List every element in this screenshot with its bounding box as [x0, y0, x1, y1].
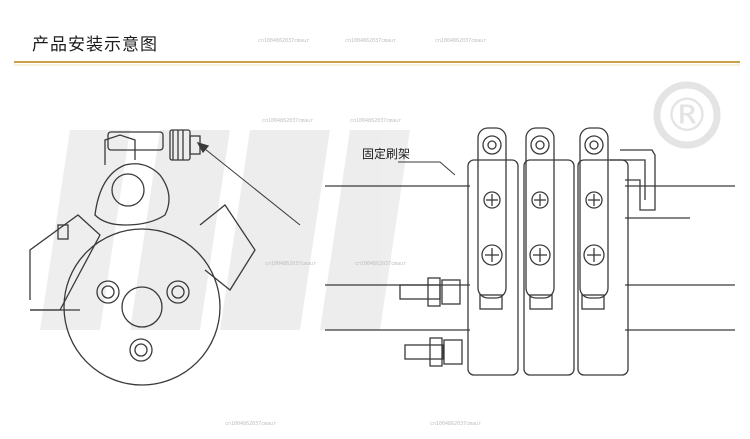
disc-nut: [166, 280, 190, 304]
disc-nut: [129, 338, 153, 362]
brush-arm: [579, 127, 609, 299]
slip-ring-disc: [63, 228, 221, 386]
mounting-rod: [404, 337, 463, 367]
front-view: [325, 127, 735, 376]
svg-text:cn1004862037cmaur: cn1004862037cmaur: [435, 38, 486, 44]
brush-holder-body: [94, 163, 170, 226]
svg-text:cn1004862037cmaur: cn1004862037cmaur: [430, 421, 481, 427]
svg-text:cn1004862037cmaur: cn1004862037cmaur: [265, 261, 316, 267]
background-logo-watermark: [40, 130, 410, 330]
slip-ring-section: [467, 159, 519, 376]
side-view: [29, 129, 301, 386]
callout-leader: [398, 161, 456, 176]
svg-text:cn1004862037cmaur: cn1004862037cmaur: [262, 118, 313, 124]
holder-hook: [620, 149, 656, 211]
slip-ring-hub: [121, 286, 163, 328]
registered-mark: ®: [664, 88, 710, 142]
watermark-texts: cn1004862037cmaur cn1004862037cmaur cn10…: [225, 38, 486, 427]
mounting-rod: [399, 277, 461, 307]
brush-arm: [525, 127, 555, 299]
disc-nut: [96, 280, 120, 304]
svg-text:cn1004862037cmaur: cn1004862037cmaur: [355, 261, 406, 267]
svg-text:cn1004862037cmaur: cn1004862037cmaur: [225, 421, 276, 427]
svg-text:cn1004862037cmaur: cn1004862037cmaur: [345, 38, 396, 44]
svg-text:cn1004862037cmaur: cn1004862037cmaur: [350, 118, 401, 124]
brush-holder-pivot: [111, 173, 145, 207]
brush-arm: [477, 127, 507, 299]
registered-mark-circle: [653, 81, 721, 149]
callout-label: 固定刷架: [362, 146, 410, 161]
pointer-line: [199, 144, 301, 226]
page-title: 产品安装示意图: [32, 35, 158, 55]
slip-ring-section: [523, 159, 575, 376]
slip-ring-section: [577, 159, 629, 376]
svg-text:cn1004862037cmaur: cn1004862037cmaur: [258, 38, 309, 44]
bracket-arm-right: [199, 204, 256, 291]
